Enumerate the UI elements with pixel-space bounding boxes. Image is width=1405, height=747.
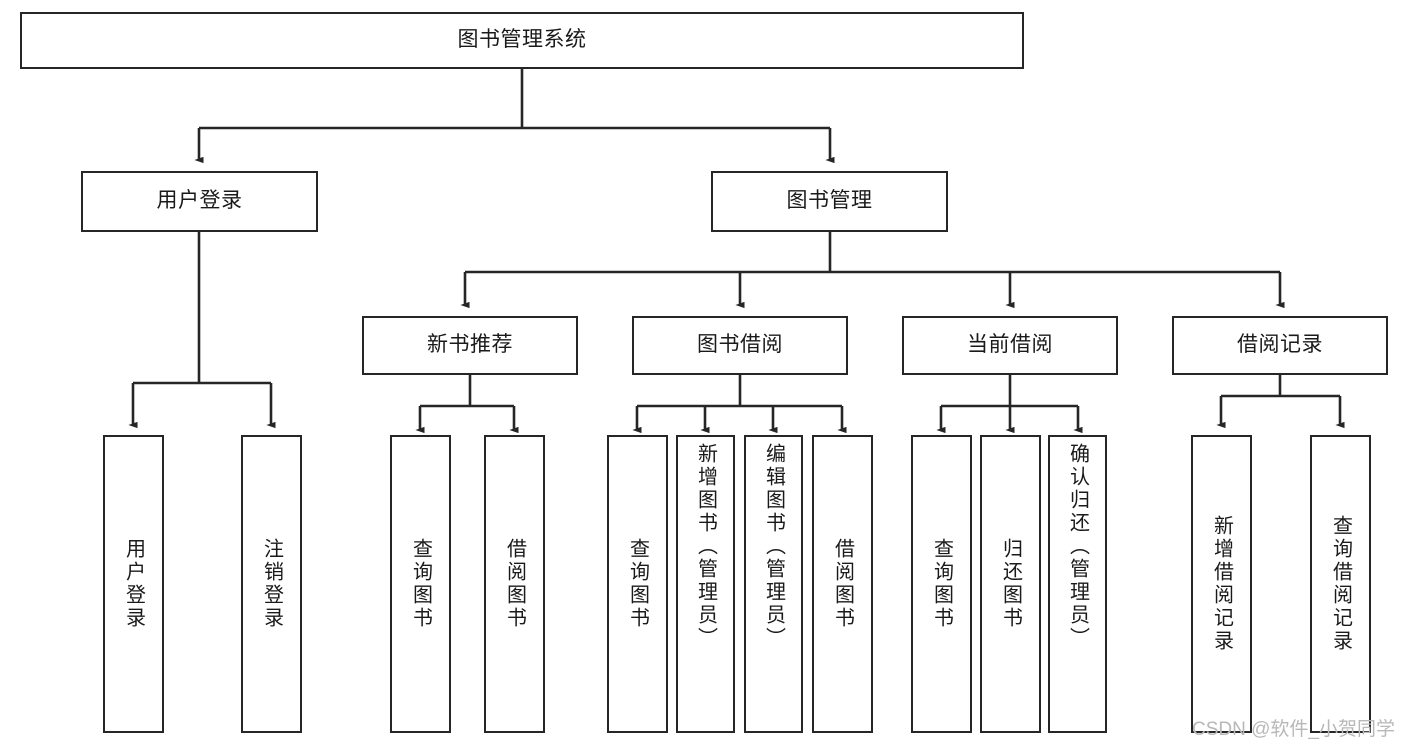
node-label: 图书借阅 [697,333,783,357]
node-user-login[interactable]: 用户登录 [81,171,318,232]
leaf-query-borrow-record[interactable]: 查询借阅记录 [1310,435,1371,733]
node-label: 用户登录 [122,538,145,630]
leaf-borrow-books-recommend[interactable]: 借阅图书 [484,435,545,733]
node-book-management[interactable]: 图书管理 [711,171,948,232]
node-label: 借阅图书 [831,538,854,630]
node-label: 查询图书 [626,538,649,630]
node-label: 图书管理 [786,189,873,213]
node-label: 查询图书 [409,538,432,630]
node-label: 新增借阅记录 [1210,515,1233,653]
leaf-query-books-current[interactable]: 查询图书 [911,435,972,733]
leaf-edit-book-admin[interactable]: 编辑图书（管理员） [744,435,803,733]
leaf-confirm-return-admin[interactable]: 确认归还（管理员） [1048,435,1107,733]
node-label: 确认归还（管理员） [1066,443,1089,650]
node-label: 当前借阅 [967,333,1053,357]
csdn-watermark: CSDN @软件_小贺同学 [1192,719,1395,740]
leaf-add-book-admin[interactable]: 新增图书（管理员） [676,435,735,733]
node-borrow-record[interactable]: 借阅记录 [1172,316,1388,375]
node-label: 编辑图书（管理员） [762,443,785,650]
node-label: 注销登录 [260,538,283,630]
node-label: 查询图书 [930,538,953,630]
node-label: 借阅记录 [1237,333,1323,357]
leaf-borrow-books-borrow[interactable]: 借阅图书 [812,435,873,733]
node-new-book-recommend[interactable]: 新书推荐 [362,316,578,375]
node-label: 归还图书 [999,538,1022,630]
node-root-system[interactable]: 图书管理系统 [20,12,1024,69]
node-label: 查询借阅记录 [1329,515,1352,653]
leaf-query-books-recommend[interactable]: 查询图书 [390,435,451,733]
node-label: 用户登录 [156,189,243,213]
node-current-borrow[interactable]: 当前借阅 [902,316,1118,375]
node-label: 新书推荐 [427,333,513,357]
leaf-query-books-borrow[interactable]: 查询图书 [607,435,668,733]
node-label: 新增图书（管理员） [694,443,717,650]
node-label: 图书管理系统 [457,28,587,52]
leaf-return-books[interactable]: 归还图书 [980,435,1041,733]
leaf-logout-login[interactable]: 注销登录 [241,435,302,733]
leaf-user-login[interactable]: 用户登录 [103,435,164,733]
leaf-add-borrow-record[interactable]: 新增借阅记录 [1191,435,1252,733]
node-label: 借阅图书 [503,538,526,630]
node-book-borrow[interactable]: 图书借阅 [632,316,848,375]
